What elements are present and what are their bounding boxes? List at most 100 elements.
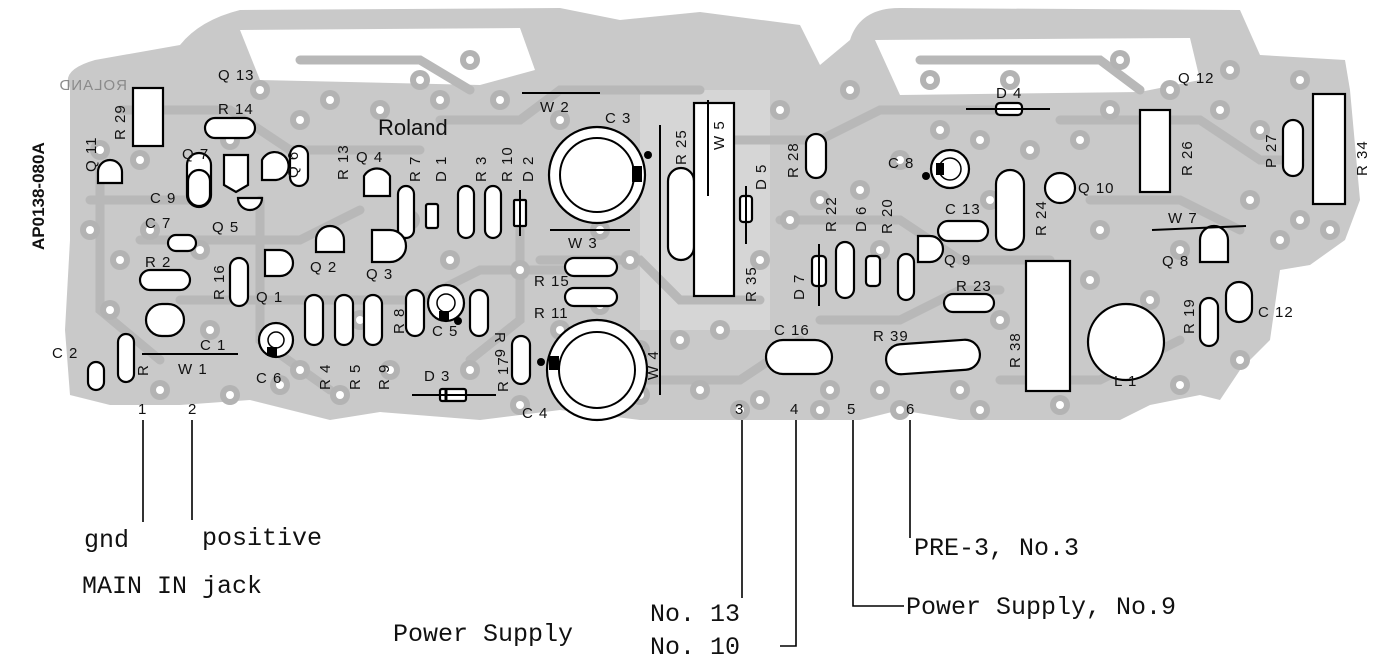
pad-hole <box>276 381 284 389</box>
label-r2: R 2 <box>145 254 171 271</box>
pad-hole <box>1246 196 1254 204</box>
pad-hole <box>1236 356 1244 364</box>
pad-hole <box>466 366 474 374</box>
pad-hole <box>1116 56 1124 64</box>
pad-hole <box>876 386 884 394</box>
jumper-w7 <box>1151 225 1247 231</box>
pad-hole <box>876 246 884 254</box>
pad-hole <box>776 106 784 114</box>
pad-hole <box>296 116 304 124</box>
jumper-wires <box>142 92 1247 395</box>
label-c6: C 6 <box>256 370 282 387</box>
label-c7: C 7 <box>145 215 171 232</box>
pad-hole <box>1326 226 1334 234</box>
label-r39: R 39 <box>873 328 909 345</box>
label-d2: D 2 <box>520 156 537 182</box>
pad-hole <box>416 76 424 84</box>
pad-hole <box>516 266 524 274</box>
pad-hole <box>206 326 214 334</box>
pad-hole <box>136 156 144 164</box>
pad-hole <box>106 306 114 314</box>
pad-hole <box>86 226 94 234</box>
pad-hole <box>436 96 444 104</box>
label-c13: C 13 <box>945 201 981 218</box>
label-r38: R 38 <box>1007 332 1024 368</box>
mirrored-brand-text: ROLAND <box>58 77 127 94</box>
label-q5: Q 5 <box>212 219 239 236</box>
pad-hole <box>356 316 364 324</box>
label-d6: D 6 <box>853 206 870 232</box>
label-r8: R 8 <box>391 308 408 334</box>
annotation-no13: No. 13 <box>650 600 740 629</box>
component-labels: Q 13 R 29 R 14 Q 11 Q 7 Q 6 R 13 Q 4 R 7… <box>52 67 1371 422</box>
pad-hole <box>856 186 864 194</box>
pad-hole <box>256 86 264 94</box>
pad-hole <box>1226 66 1234 74</box>
leader-wires <box>142 420 911 647</box>
label-r4: R 4 <box>317 364 334 390</box>
pad-hole <box>336 391 344 399</box>
pad-hole <box>326 96 334 104</box>
pad-hole <box>956 386 964 394</box>
label-c16: C 16 <box>774 322 810 339</box>
label-p27: P 27 <box>1263 133 1280 168</box>
ghost-silkscreen: ROLAND <box>58 77 127 94</box>
label-q4: Q 4 <box>356 149 383 166</box>
label-w5: W 5 <box>711 120 728 150</box>
pad-hole <box>556 116 564 124</box>
pad-hole <box>196 246 204 254</box>
label-c8: C 8 <box>888 155 914 172</box>
label-q10: Q 10 <box>1078 180 1115 197</box>
pin-1: 1 <box>138 401 146 418</box>
label-c3: C 3 <box>605 110 631 127</box>
label-r23: R 23 <box>956 278 992 295</box>
label-d1: D 1 <box>433 156 450 182</box>
label-r14: R 14 <box>218 101 254 118</box>
label-q7: Q 7 <box>182 146 209 163</box>
pad-hole <box>516 401 524 409</box>
label-d7: D 7 <box>791 274 808 300</box>
label-r24: R 24 <box>1033 200 1050 236</box>
pad-hole <box>1296 216 1304 224</box>
pad-hole <box>376 106 384 114</box>
pad-hole <box>1086 276 1094 284</box>
pin-2: 2 <box>188 401 196 418</box>
label-r19: R 19 <box>1181 298 1198 334</box>
label-q11: Q 11 <box>83 137 100 172</box>
pad-hole <box>496 96 504 104</box>
label-r26: R 26 <box>1179 140 1196 176</box>
pad-hole <box>1176 381 1184 389</box>
label-r13: R 13 <box>335 144 352 180</box>
label-r10: R 10 <box>499 146 516 182</box>
label-d3: D 3 <box>424 368 450 385</box>
pad-hole <box>466 56 474 64</box>
pad-hole <box>936 126 944 134</box>
annotation-power-supply: Power Supply <box>393 620 573 649</box>
annotation-positive: positive <box>202 524 322 553</box>
pad-hole <box>1166 86 1174 94</box>
pad-hole <box>156 386 164 394</box>
label-r3: R 3 <box>473 156 490 182</box>
label-l1: L 1 <box>1114 373 1137 390</box>
annotation-gnd: gnd <box>84 526 129 555</box>
label-q1: Q 1 <box>256 289 283 306</box>
pad-hole <box>1176 246 1184 254</box>
annotation-no10: No. 10 <box>650 633 740 662</box>
pad-hole <box>736 406 744 414</box>
label-r28: R 28 <box>785 142 802 178</box>
pad-hole <box>296 366 304 374</box>
annotations: gnd positive MAIN IN jack PRE-3, No.3 Po… <box>82 524 1176 662</box>
pad-hole <box>816 406 824 414</box>
pad-hole <box>846 86 854 94</box>
pad-hole <box>1006 76 1014 84</box>
label-r17: R 17 <box>495 356 512 392</box>
label-r22: R 22 <box>823 196 840 232</box>
annotation-main-in-jack: MAIN IN jack <box>82 572 262 601</box>
connector-pins: 1 2 3 4 5 6 <box>138 401 914 418</box>
label-w3: W 3 <box>568 235 598 252</box>
label-c5: C 5 <box>432 323 458 340</box>
roland-logo: Roland <box>378 115 448 140</box>
pad-hole <box>976 136 984 144</box>
pad-hole <box>1296 76 1304 84</box>
